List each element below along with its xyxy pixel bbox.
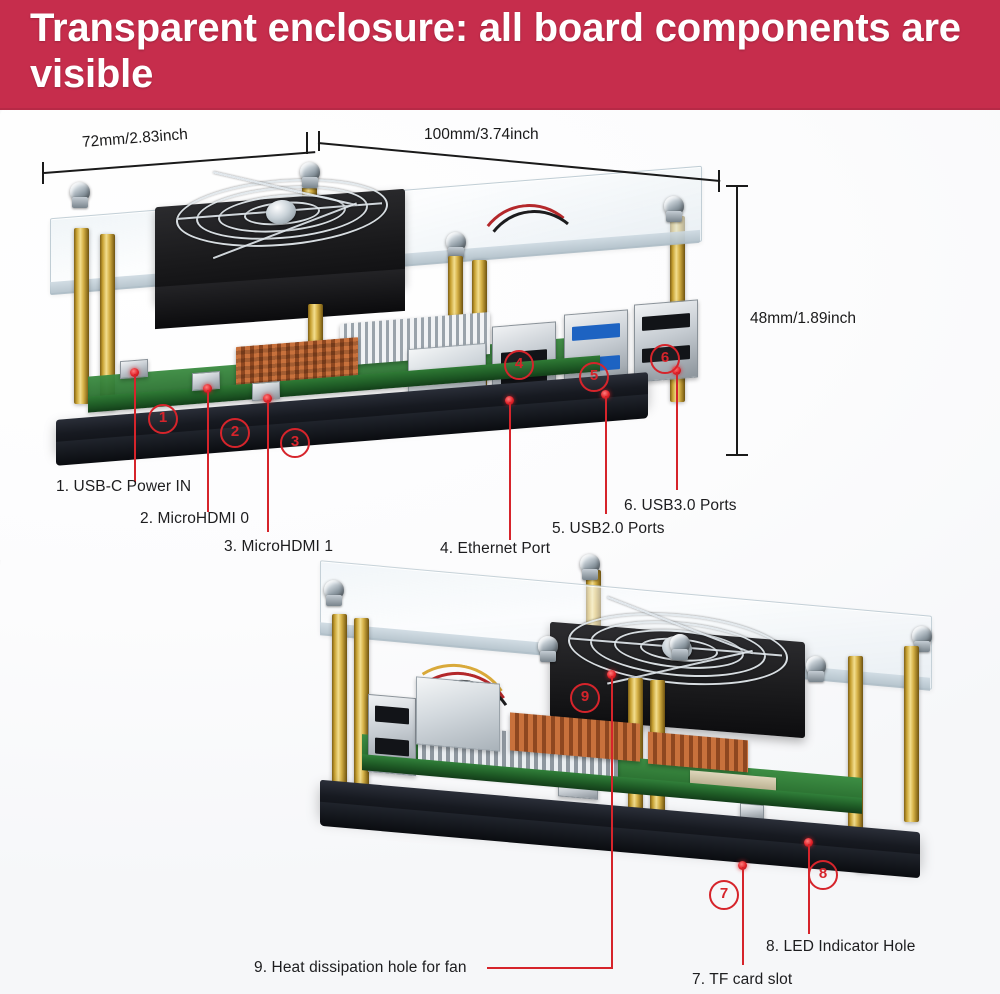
standoff-pillar	[74, 228, 89, 404]
callout-marker-9: 9	[570, 683, 600, 713]
dimension-height-label: 48mm/1.89inch	[750, 310, 856, 327]
thumb-screw	[662, 196, 686, 226]
callout-dot-4	[505, 396, 514, 405]
callout-marker-1: 1	[148, 404, 178, 434]
callout-dot-5	[601, 390, 610, 399]
callout-label-9: 9. Heat dissipation hole for fan	[254, 959, 467, 976]
callout-marker-4: 4	[504, 350, 534, 380]
callout-leader-2	[207, 390, 209, 512]
callout-leader-3	[267, 400, 269, 532]
callout-dot-2	[203, 384, 212, 393]
callout-marker-2: 2	[220, 418, 250, 448]
callout-dot-7	[738, 861, 747, 870]
callout-dot-8	[804, 838, 813, 847]
callout-label-2: 2. MicroHDMI 0	[140, 510, 250, 527]
callout-dot-3	[263, 394, 272, 403]
callout-leader-1	[134, 374, 136, 482]
callout-leader-9	[611, 676, 613, 968]
callout-marker-5: 5	[579, 362, 609, 392]
thumb-screw	[578, 554, 602, 584]
callout-leader-5	[605, 396, 607, 514]
dimension-line-height	[736, 186, 738, 456]
dimension-width-label: 72mm/2.83inch	[81, 125, 189, 152]
thumb-screw	[322, 580, 346, 610]
thumb-screw	[444, 232, 468, 262]
dimension-depth-label: 100mm/3.74inch	[424, 126, 539, 143]
callout-dot-1	[130, 368, 139, 377]
callout-leader-6	[676, 372, 678, 490]
callout-leader-9-horizontal	[487, 967, 613, 969]
callout-label-6: 6. USB3.0 Ports	[624, 497, 737, 514]
callout-leader-8	[808, 844, 810, 934]
callout-label-5: 5. USB2.0 Ports	[552, 520, 665, 537]
callout-dot-6	[672, 366, 681, 375]
dimension-cap	[726, 454, 748, 456]
callout-dot-9	[607, 670, 616, 679]
header-banner: Transparent enclosure: all board compone…	[0, 0, 1000, 110]
product-photo-rear-angle	[300, 554, 950, 940]
callout-leader-4	[509, 402, 511, 540]
dimension-cap	[306, 132, 308, 154]
thumb-screw	[668, 634, 692, 664]
thumb-screw	[68, 182, 92, 212]
shielded-module	[416, 676, 500, 752]
thumb-screw	[804, 656, 828, 686]
callout-label-8: 8. LED Indicator Hole	[766, 938, 916, 955]
callout-leader-7	[742, 867, 744, 965]
thumb-screw	[910, 626, 934, 656]
callout-marker-7: 7	[709, 880, 739, 910]
dimension-cap	[726, 185, 748, 187]
callout-label-3: 3. MicroHDMI 1	[224, 538, 334, 555]
thumb-screw	[536, 636, 560, 666]
dimension-cap	[42, 162, 44, 184]
callout-label-4: 4. Ethernet Port	[440, 540, 551, 557]
thumb-screw	[298, 162, 322, 192]
dimension-cap	[318, 131, 320, 151]
standoff-pillar	[332, 614, 347, 814]
callout-marker-3: 3	[280, 428, 310, 458]
banner-title: Transparent enclosure: all board compone…	[30, 6, 961, 96]
dimension-cap	[718, 170, 720, 192]
standoff-pillar	[354, 618, 369, 822]
standoff-pillar	[904, 646, 919, 822]
standoff-pillar	[100, 234, 115, 410]
callout-marker-8: 8	[808, 860, 838, 890]
callout-marker-6: 6	[650, 344, 680, 374]
callout-label-1: 1. USB-C Power IN	[56, 478, 192, 495]
callout-label-7: 7. TF card slot	[692, 971, 793, 988]
product-photo-front-angle	[40, 160, 730, 480]
